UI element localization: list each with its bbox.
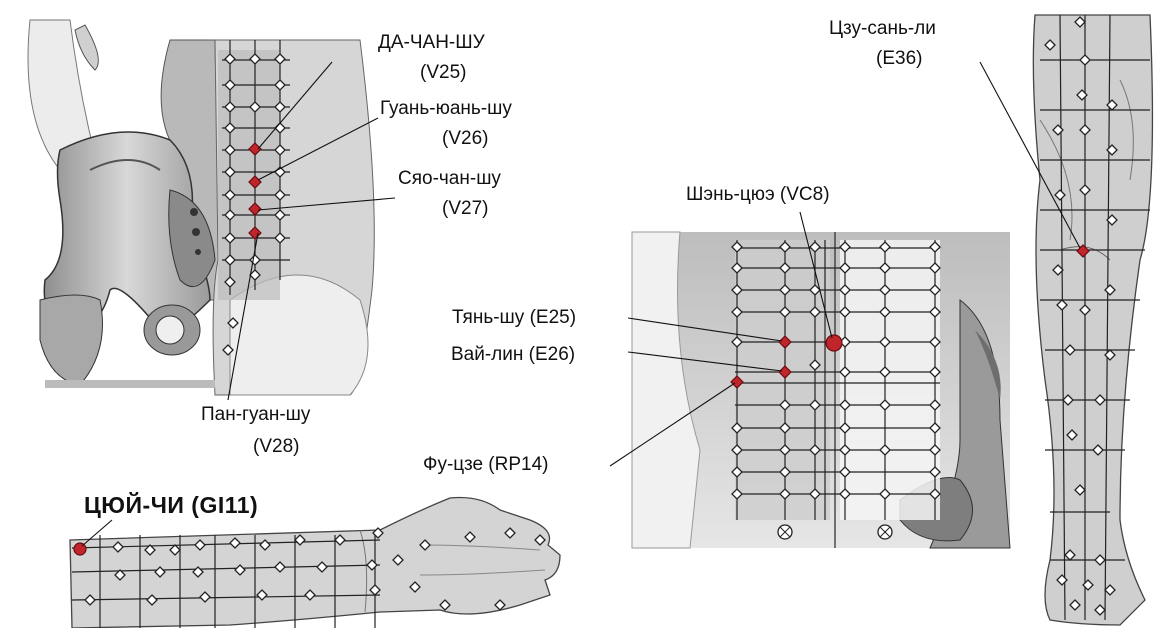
label-gi11: ЦЮЙ-ЧИ (GI11) — [84, 494, 258, 516]
back-pelvis-illustration — [28, 20, 374, 395]
label-e26: Вай-лин (E26) — [451, 344, 575, 366]
label-e36-name: Цзу-сань-ли — [829, 18, 936, 40]
label-v28-code: (V28) — [253, 436, 299, 458]
label-v26-name: Гуань-юань-шу — [380, 98, 512, 120]
leg-illustration — [1033, 15, 1152, 625]
label-vc8: Шэнь-цюэ (VC8) — [686, 184, 830, 206]
label-v26-code: (V26) — [442, 128, 488, 150]
label-e25: Тянь-шу (E25) — [452, 307, 576, 329]
label-v28-name: Пан-гуан-шу — [201, 404, 310, 426]
label-v25-code: (V25) — [420, 62, 466, 84]
abdomen-illustration — [632, 232, 1010, 548]
label-v25-name: ДА-ЧАН-ШУ — [378, 32, 485, 54]
label-rp14: Фу-цзе (RP14) — [423, 454, 548, 476]
label-e36-code: (E36) — [876, 48, 922, 70]
point-vc8 — [826, 335, 842, 351]
label-v27-name: Сяо-чан-шу — [398, 168, 501, 190]
label-v27-code: (V27) — [442, 198, 488, 220]
